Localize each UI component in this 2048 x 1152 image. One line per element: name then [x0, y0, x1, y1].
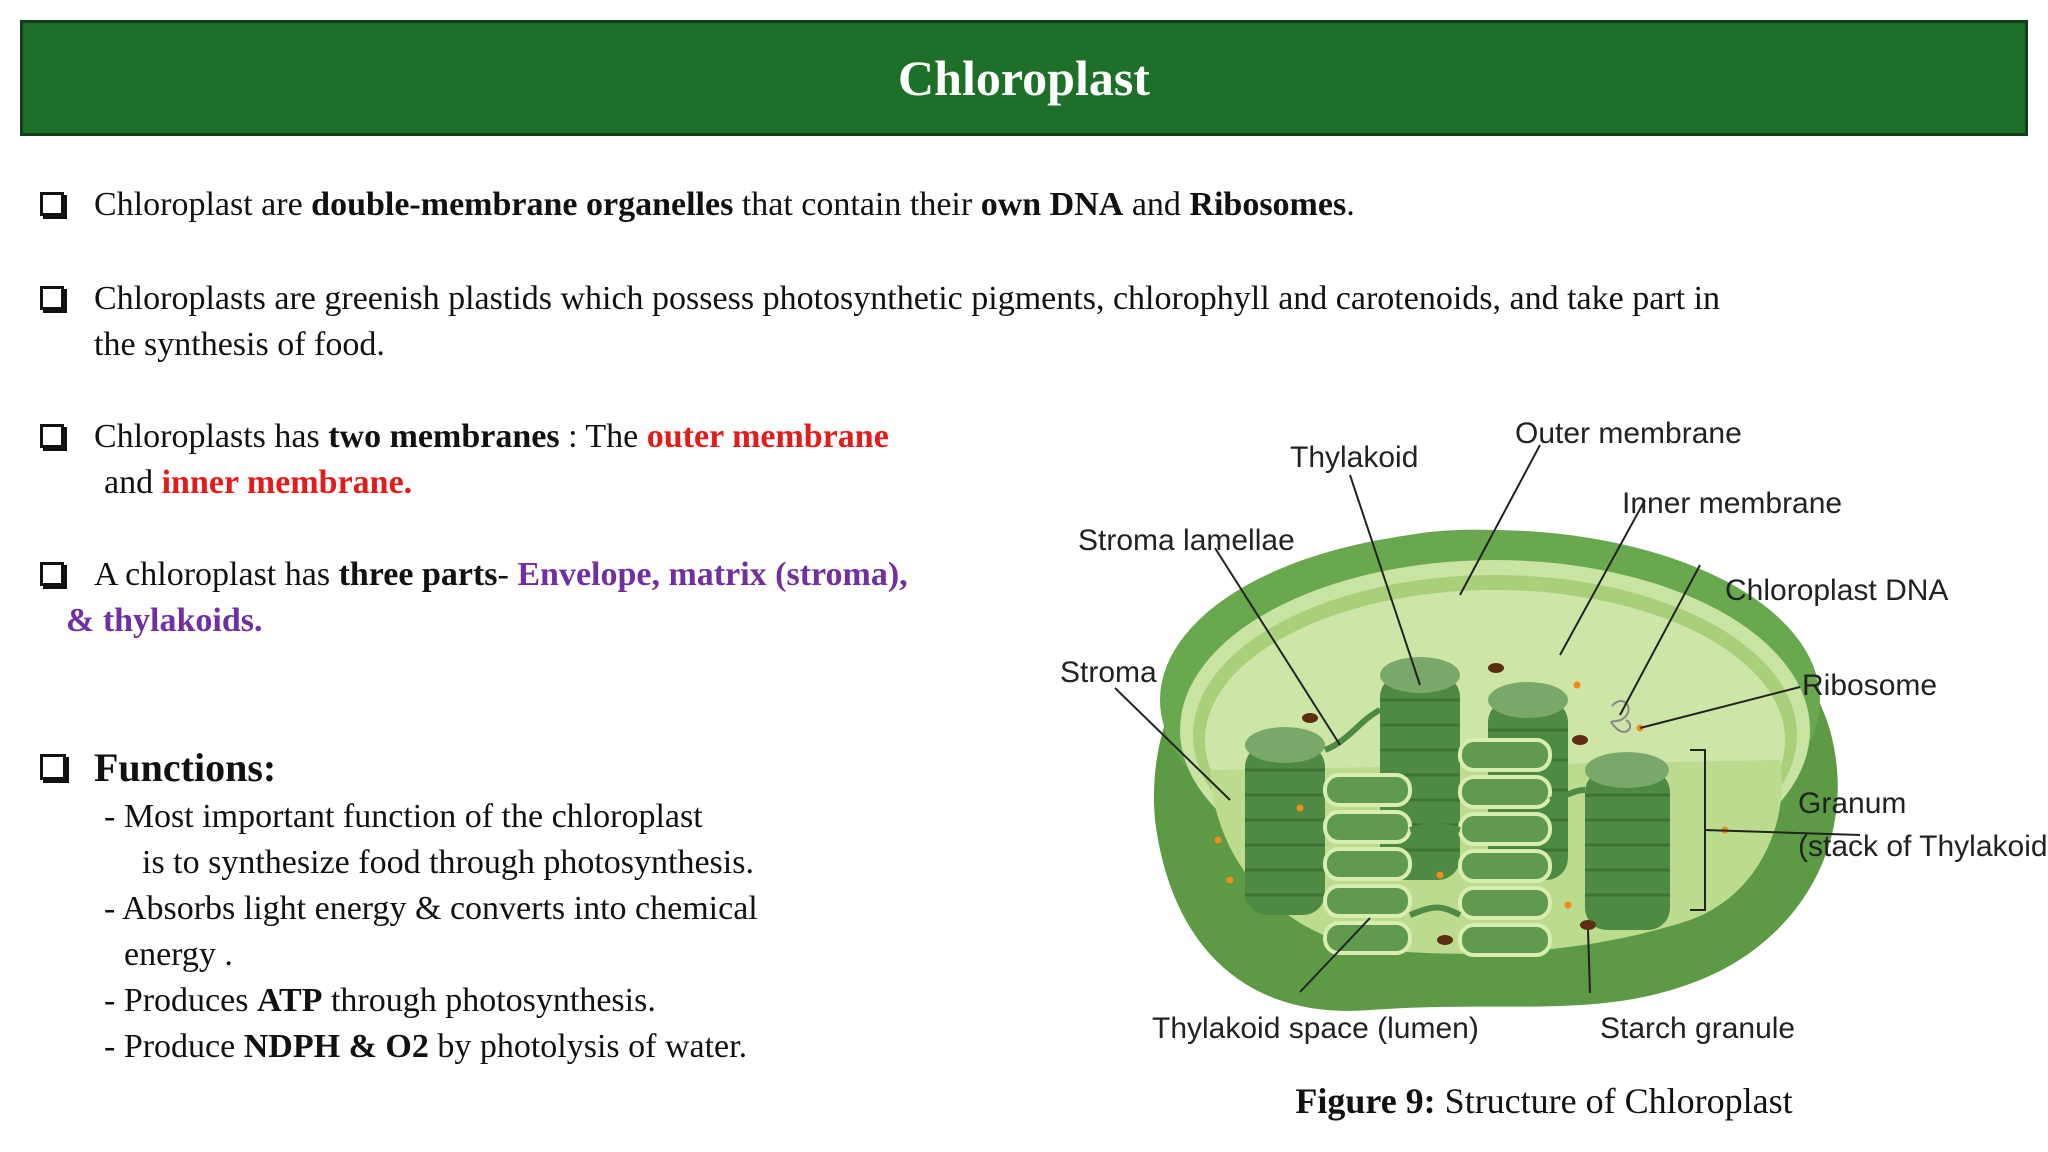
title-banner: Chloroplast — [20, 20, 2028, 136]
function-line: - Absorbs light energy & converts into c… — [104, 890, 758, 927]
bullet-text-line1: Chloroplasts has two membranes : The out… — [94, 418, 889, 455]
granum-center — [1380, 657, 1460, 880]
bullet-two-membranes: Chloroplasts has two membranes : The out… — [40, 414, 889, 506]
function-line: - Produce NDPH & O2 by photolysis of wat… — [104, 1028, 748, 1065]
label-outer-membrane: Outer membrane — [1515, 417, 1742, 450]
label-thylakoid-space: Thylakoid space (lumen) — [1152, 1012, 1479, 1045]
checkbox-bullet-icon — [40, 424, 64, 448]
checkbox-bullet-icon — [40, 192, 64, 216]
bullet-text-line1: Chloroplasts are greenish plastids which… — [94, 280, 1721, 317]
checkbox-bullet-icon — [40, 754, 66, 780]
label-inner-membrane: Inner membrane — [1622, 487, 1842, 520]
label-starch-granule: Starch granule — [1600, 1012, 1795, 1045]
bullet-text-line2: & thylakoids. — [66, 602, 263, 639]
granum-cutaway-left — [1323, 773, 1412, 955]
leader-lines — [1114, 444, 1861, 994]
bullet-three-parts: A chloroplast has three parts- Envelope,… — [40, 552, 908, 644]
granum-right — [1585, 752, 1670, 930]
label-stroma: Stroma — [1060, 656, 1157, 689]
bullet-text: Chloroplast are double-membrane organell… — [94, 186, 1355, 223]
label-stroma-lamellae: Stroma lamellae — [1078, 524, 1295, 557]
bullet-text-line2: the synthesis of food. — [94, 326, 385, 363]
granum-left — [1245, 727, 1325, 915]
bullet-double-membrane: Chloroplast are double-membrane organell… — [40, 182, 1355, 228]
checkbox-bullet-icon — [40, 286, 64, 310]
chloroplast-diagram: Thylakoid Outer membrane Inner membrane … — [1060, 417, 2048, 1045]
label-granum-sub: (stack of Thylakoid) — [1798, 830, 2048, 863]
bullet-text-line2: and inner membrane. — [104, 464, 413, 501]
label-ribosome: Ribosome — [1802, 669, 1937, 702]
checkbox-bullet-icon — [40, 562, 64, 586]
page-title: Chloroplast — [898, 50, 1150, 106]
label-thylakoid: Thylakoid — [1290, 441, 1418, 474]
function-line: energy . — [124, 936, 233, 973]
label-granum: Granum — [1798, 787, 1906, 820]
figure-caption: Figure 9: Structure of Chloroplast — [1295, 1081, 1793, 1121]
label-chloroplast-dna: Chloroplast DNA — [1725, 574, 1948, 607]
function-line: is to synthesize food through photosynth… — [142, 844, 754, 881]
function-line: - Produces ATP through photosynthesis. — [104, 982, 656, 1019]
function-line: - Most important function of the chlorop… — [104, 798, 703, 835]
functions-heading: Functions: — [40, 742, 276, 794]
granum-cutaway-right — [1458, 738, 1552, 957]
bullet-greenish-plastids: Chloroplasts are greenish plastids which… — [40, 276, 1720, 368]
bullet-text-line1: A chloroplast has three parts- Envelope,… — [94, 556, 908, 593]
